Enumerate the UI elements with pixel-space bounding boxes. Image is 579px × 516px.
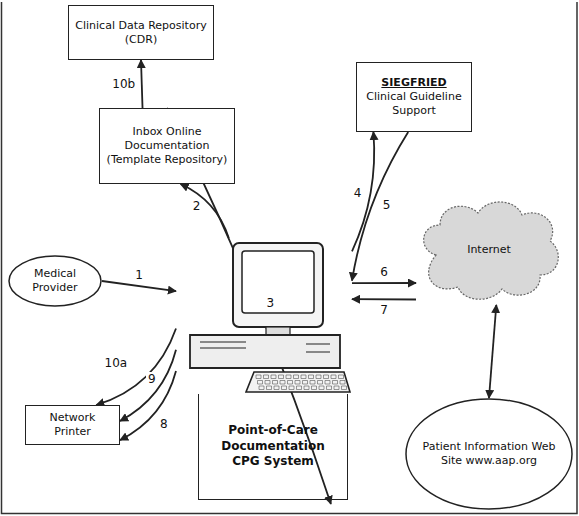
provider-ellipse: Medical Provider <box>8 255 102 307</box>
callout-number: 5 <box>381 198 393 212</box>
flow-arrow <box>352 132 408 281</box>
repository-box: Clinical Data Repository (CDR) <box>68 5 214 60</box>
node-title: Medical Provider <box>22 267 88 295</box>
node-title: Clinical Data Repository (CDR) <box>75 19 207 47</box>
node-title: Network Printer <box>32 411 113 439</box>
ellipse-shape <box>406 399 572 509</box>
system-label-box: Point-of-Care Documentation CPG System <box>198 394 348 500</box>
callout-number: 8 <box>158 417 170 431</box>
flow-arrow <box>352 298 416 300</box>
keyboard-keys <box>256 375 347 390</box>
flow-arrow <box>352 282 416 284</box>
node-title: Point-of-Care Documentation CPG System <box>209 423 337 470</box>
callout-number: 4 <box>352 186 364 200</box>
keyboard <box>246 372 350 392</box>
guideline-box: SIEGFRIEDClinical Guideline Support <box>356 62 472 132</box>
cloud-shape <box>424 202 559 299</box>
flow-arrow <box>181 184 229 238</box>
internet-cloud: Internet <box>416 195 562 305</box>
monitor-stand <box>266 327 290 335</box>
flow-arrow <box>96 328 176 405</box>
drive-slots <box>200 342 330 352</box>
callout-number: 10b <box>110 77 137 91</box>
node-title: Inbox Online Documentation (Template Rep… <box>106 125 228 166</box>
callout-number: 3 <box>265 296 277 310</box>
printer-box: Network Printer <box>25 405 120 445</box>
callout-number: 7 <box>378 303 390 317</box>
callout-number: 10a <box>103 356 130 370</box>
monitor-screen <box>242 251 314 313</box>
node-title: SIEGFRIED <box>381 76 446 90</box>
inbox-box: Inbox Online Documentation (Template Rep… <box>99 108 235 184</box>
node-title: Patient Information Web Site www.aap.org <box>419 440 559 468</box>
monitor-case <box>233 243 323 327</box>
callout-number: 1 <box>133 268 145 282</box>
computer-node: Point-of-Care Documentation CPG System <box>176 238 352 504</box>
flow-arrow <box>141 60 143 108</box>
flow-arrow <box>120 371 176 440</box>
callout-number: 9 <box>146 372 158 386</box>
flow-arrow <box>489 305 496 398</box>
system-case <box>190 335 340 368</box>
ellipse-shape <box>9 256 101 306</box>
callout-number: 2 <box>191 199 203 213</box>
website-ellipse: Patient Information Web Site www.aap.org <box>405 398 573 510</box>
node-title: Internet <box>467 243 511 257</box>
flow-arrow <box>102 281 176 291</box>
node-text: Clinical Guideline Support <box>363 90 465 118</box>
callout-number: 6 <box>378 265 390 279</box>
